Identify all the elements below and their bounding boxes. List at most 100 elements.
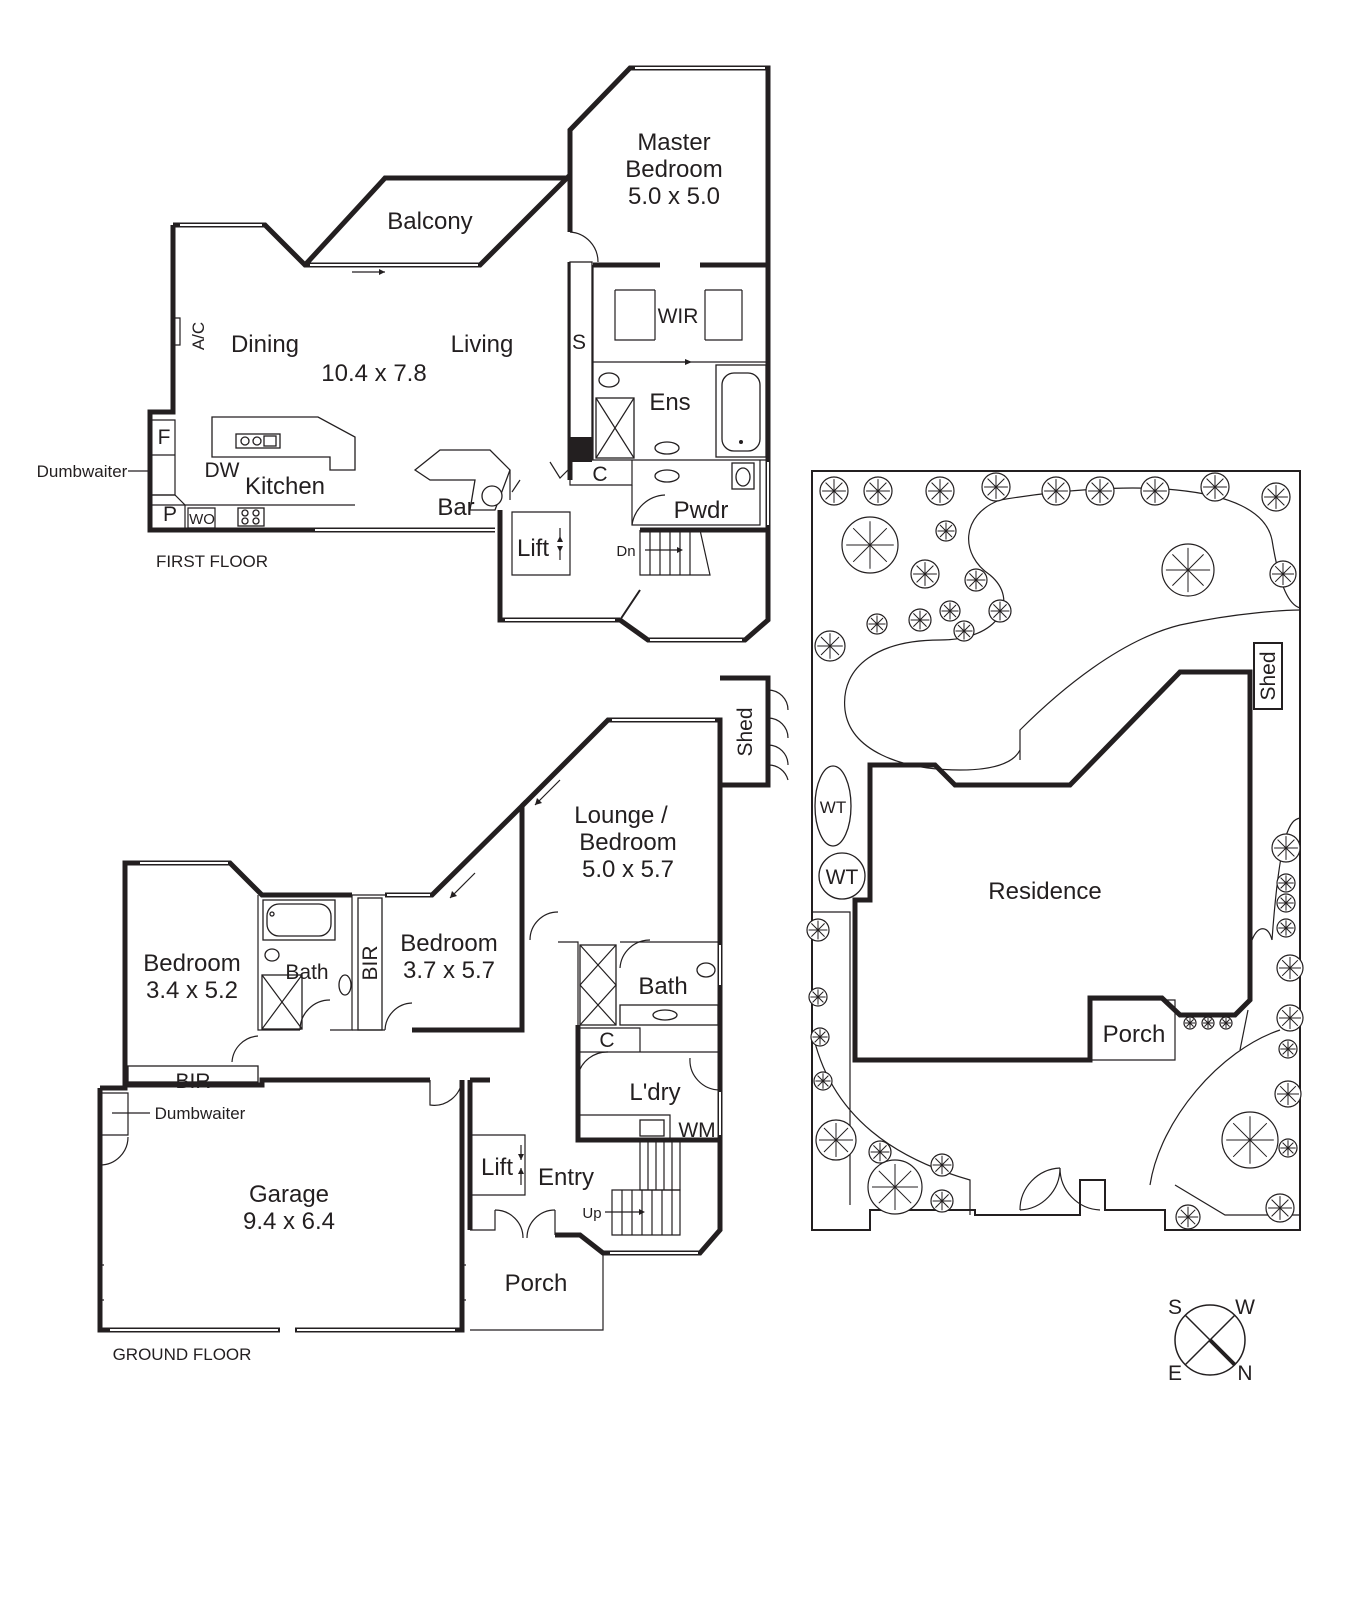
tree-icon bbox=[815, 1119, 857, 1161]
compass-icon: S W E N bbox=[1168, 1296, 1255, 1385]
compass-s: S bbox=[1168, 1296, 1182, 1319]
dining-label: Dining bbox=[231, 331, 299, 358]
ground-floor-caption: GROUND FLOOR bbox=[113, 1345, 252, 1364]
ens-label: Ens bbox=[649, 389, 690, 416]
tree-icon bbox=[1274, 1080, 1302, 1108]
p-label: P bbox=[163, 503, 177, 526]
ac-label: A/C bbox=[189, 322, 208, 350]
water-tank-label-1: WT bbox=[820, 798, 846, 817]
shed-label-site: Shed bbox=[1257, 651, 1280, 700]
tree-icon bbox=[819, 476, 849, 506]
compass-w: W bbox=[1235, 1296, 1255, 1319]
wir-label: WIR bbox=[658, 305, 699, 328]
tree-icon bbox=[1261, 482, 1291, 512]
lift-label: Lift bbox=[517, 535, 549, 562]
tree-icon bbox=[1183, 1016, 1197, 1030]
tree-icon bbox=[814, 630, 846, 662]
tree-icon bbox=[1175, 1204, 1201, 1230]
bedroom-mid-label: Bedroom bbox=[400, 930, 497, 957]
tree-icon bbox=[806, 918, 830, 942]
site-plan bbox=[806, 470, 1304, 1231]
lounge-size: 5.0 x 5.7 bbox=[582, 856, 674, 883]
tree-icon bbox=[1085, 476, 1115, 506]
compass-n: N bbox=[1237, 1362, 1252, 1385]
tree-icon bbox=[1278, 1138, 1298, 1158]
tree-icon bbox=[1265, 1193, 1295, 1223]
tree-icon bbox=[1276, 1004, 1304, 1032]
tree-icon bbox=[1041, 476, 1071, 506]
lounge-label: Lounge / bbox=[574, 802, 668, 829]
tree-icon bbox=[1219, 1016, 1233, 1030]
first-floor-plan bbox=[128, 65, 771, 643]
master-bedroom-label: Master bbox=[637, 129, 710, 156]
s-label: S bbox=[572, 331, 586, 354]
bath-right-label: Bath bbox=[638, 973, 687, 1000]
bath-left-label: Bath bbox=[285, 961, 328, 984]
residence-label: Residence bbox=[988, 878, 1101, 905]
wm-label: WM bbox=[678, 1119, 715, 1142]
entry-label: Entry bbox=[538, 1164, 594, 1191]
tree-icon bbox=[866, 613, 888, 635]
bir-horizontal-label: BIR bbox=[175, 1070, 210, 1093]
master-bedroom-label-2: Bedroom bbox=[625, 156, 722, 183]
c-label-ground: C bbox=[599, 1029, 614, 1052]
tree-icons bbox=[806, 472, 1304, 1230]
porch-label-site: Porch bbox=[1103, 1021, 1166, 1048]
bar-label: Bar bbox=[437, 494, 474, 521]
tree-icon bbox=[939, 600, 961, 622]
tree-icon bbox=[841, 516, 899, 574]
laundry-label: L'dry bbox=[629, 1079, 680, 1106]
balcony-label: Balcony bbox=[387, 208, 472, 235]
tree-icon bbox=[1276, 954, 1304, 982]
tree-icon bbox=[1161, 543, 1215, 597]
tree-icon bbox=[1221, 1111, 1279, 1169]
tree-icon bbox=[935, 520, 957, 542]
tree-icon bbox=[1140, 476, 1170, 506]
water-tank-label-2: WT bbox=[826, 866, 859, 889]
tree-icon bbox=[808, 987, 828, 1007]
c-label: C bbox=[592, 463, 607, 486]
tree-icon bbox=[863, 476, 893, 506]
tree-icon bbox=[1278, 1039, 1298, 1059]
up-label: Up bbox=[582, 1205, 601, 1222]
dw-label: DW bbox=[205, 459, 240, 482]
porch-label-ground: Porch bbox=[505, 1270, 568, 1297]
tree-icon bbox=[925, 476, 955, 506]
ground-floor-labels: Shed Lounge / Bedroom 5.0 x 5.7 Bedroom … bbox=[113, 707, 757, 1364]
dumbwaiter-label-ground: Dumbwaiter bbox=[155, 1104, 246, 1123]
site-plan-labels: Shed WT WT Residence Porch bbox=[820, 651, 1280, 1048]
tree-icon bbox=[930, 1153, 954, 1177]
dumbwaiter-label: Dumbwaiter bbox=[37, 462, 128, 481]
tree-icon bbox=[868, 1140, 892, 1164]
f-label: F bbox=[158, 426, 171, 449]
tree-icon bbox=[988, 599, 1012, 623]
tree-icon bbox=[813, 1071, 833, 1091]
dining-living-size: 10.4 x 7.8 bbox=[321, 360, 426, 387]
garage-size: 9.4 x 6.4 bbox=[243, 1208, 335, 1235]
tree-icon bbox=[981, 472, 1011, 502]
tree-icon bbox=[1276, 873, 1296, 893]
tree-icon bbox=[867, 1159, 923, 1215]
tree-icon bbox=[1276, 893, 1296, 913]
compass-e: E bbox=[1168, 1362, 1182, 1385]
tree-icon bbox=[1269, 560, 1297, 588]
bir-vertical-label: BIR bbox=[359, 945, 382, 980]
tree-icon bbox=[910, 559, 940, 589]
living-label: Living bbox=[451, 331, 514, 358]
tree-icon bbox=[953, 620, 975, 642]
shed-label-ground: Shed bbox=[734, 707, 757, 756]
tree-icon bbox=[1276, 918, 1296, 938]
ground-floor-plan bbox=[97, 675, 789, 1333]
tree-icon bbox=[1201, 1016, 1215, 1030]
tree-icon bbox=[930, 1189, 954, 1213]
master-bedroom-size: 5.0 x 5.0 bbox=[628, 183, 720, 210]
dn-label: Dn bbox=[616, 543, 635, 560]
bedroom-left-label: Bedroom bbox=[143, 950, 240, 977]
bedroom-mid-size: 3.7 x 5.7 bbox=[403, 957, 495, 984]
tree-icon bbox=[810, 1027, 830, 1047]
bedroom-left-size: 3.4 x 5.2 bbox=[146, 977, 238, 1004]
first-floor-labels: Master Bedroom 5.0 x 5.0 Balcony Dining … bbox=[37, 129, 729, 571]
pwdr-label: Pwdr bbox=[674, 497, 729, 524]
lounge-label-2: Bedroom bbox=[579, 829, 676, 856]
tree-icon bbox=[964, 568, 988, 592]
